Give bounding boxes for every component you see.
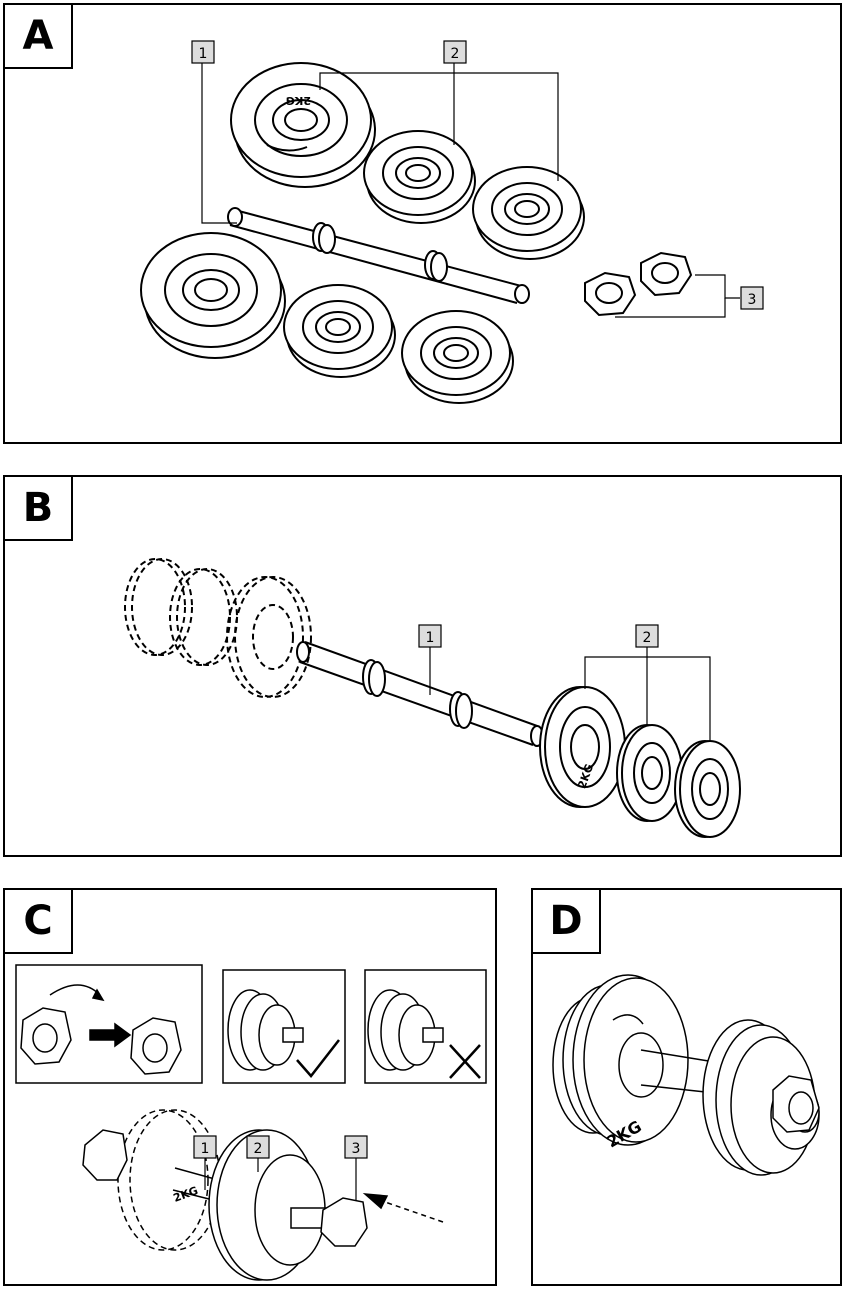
assembled-plates-left — [552, 974, 689, 1146]
plate-medium-3 — [283, 284, 396, 378]
plate-medium-1 — [363, 130, 476, 224]
collar-left-c — [82, 1129, 128, 1181]
panel-d-illustration: 2KG — [552, 974, 820, 1176]
curved-arrow-icon — [49, 984, 101, 996]
callout-b-1: 1 — [426, 630, 435, 646]
panel-c: C — [3, 888, 497, 1286]
dashed-plates — [124, 558, 312, 698]
panel-d-letter: D — [531, 888, 601, 954]
callout-a-3: 3 — [748, 292, 757, 308]
callout-c-3: 3 — [352, 1141, 361, 1157]
plate-large-b — [539, 686, 626, 808]
callout-boxes-a: 1 2 3 — [191, 40, 764, 310]
collar-1 — [584, 271, 637, 317]
plate-medium-4 — [401, 310, 514, 404]
callout-a-1: 1 — [199, 46, 208, 62]
dashed-arrow-icon — [384, 1201, 444, 1223]
collar-d — [772, 1075, 820, 1133]
plate-large-front — [140, 232, 286, 359]
assembled-plates-right — [702, 1019, 820, 1176]
dumbbell-bar — [227, 207, 530, 304]
leader-lines-b — [429, 647, 711, 741]
collar-open — [20, 1007, 72, 1065]
collar-right-c — [320, 1197, 368, 1247]
panel-b-illustration: 2KG 1 2 — [124, 558, 741, 838]
leader-lines-c — [204, 1158, 357, 1200]
checkmark-icon — [296, 1039, 340, 1078]
callout-b-2: 2 — [643, 630, 652, 646]
plate-medium-b2 — [674, 740, 741, 838]
panel-c-illustration: 2KG 1 2 3 — [15, 964, 487, 1281]
callout-c-2: 2 — [254, 1141, 263, 1157]
cross-icon — [449, 1044, 481, 1079]
panel-a: A 2KG — [3, 3, 842, 444]
panel-d: D 2KG — [531, 888, 842, 1286]
arrow-right-icon — [89, 1022, 132, 1048]
callout-boxes-b: 1 2 — [418, 624, 659, 648]
inset-collar-operation — [15, 964, 203, 1084]
inset-incorrect — [364, 969, 487, 1084]
panel-b: B — [3, 475, 842, 857]
panel-a-letter: A — [3, 3, 73, 69]
panel-c-letter: C — [3, 888, 73, 954]
panel-b-letter: B — [3, 475, 73, 541]
callout-c-1: 1 — [201, 1141, 210, 1157]
panel-a-illustration: 2KG — [140, 40, 764, 404]
plates-incorrect — [367, 989, 444, 1071]
plate-medium-2 — [472, 166, 585, 260]
inset-correct — [222, 969, 346, 1084]
plate-large-back — [230, 62, 376, 188]
plates-correct — [227, 989, 304, 1071]
plate-weight-a: 2KG — [286, 94, 311, 107]
leader-lines-a — [201, 63, 740, 318]
plate-medium-b1 — [616, 724, 683, 822]
callout-a-2: 2 — [451, 46, 460, 62]
plate-c-main — [208, 1129, 332, 1281]
collar-2 — [640, 251, 693, 297]
dumbbell-bar-b — [296, 641, 544, 747]
plate-weight-c: 2KG — [172, 1184, 200, 1205]
callout-boxes-c: 1 2 3 — [193, 1135, 368, 1159]
collar-closed — [130, 1017, 182, 1075]
